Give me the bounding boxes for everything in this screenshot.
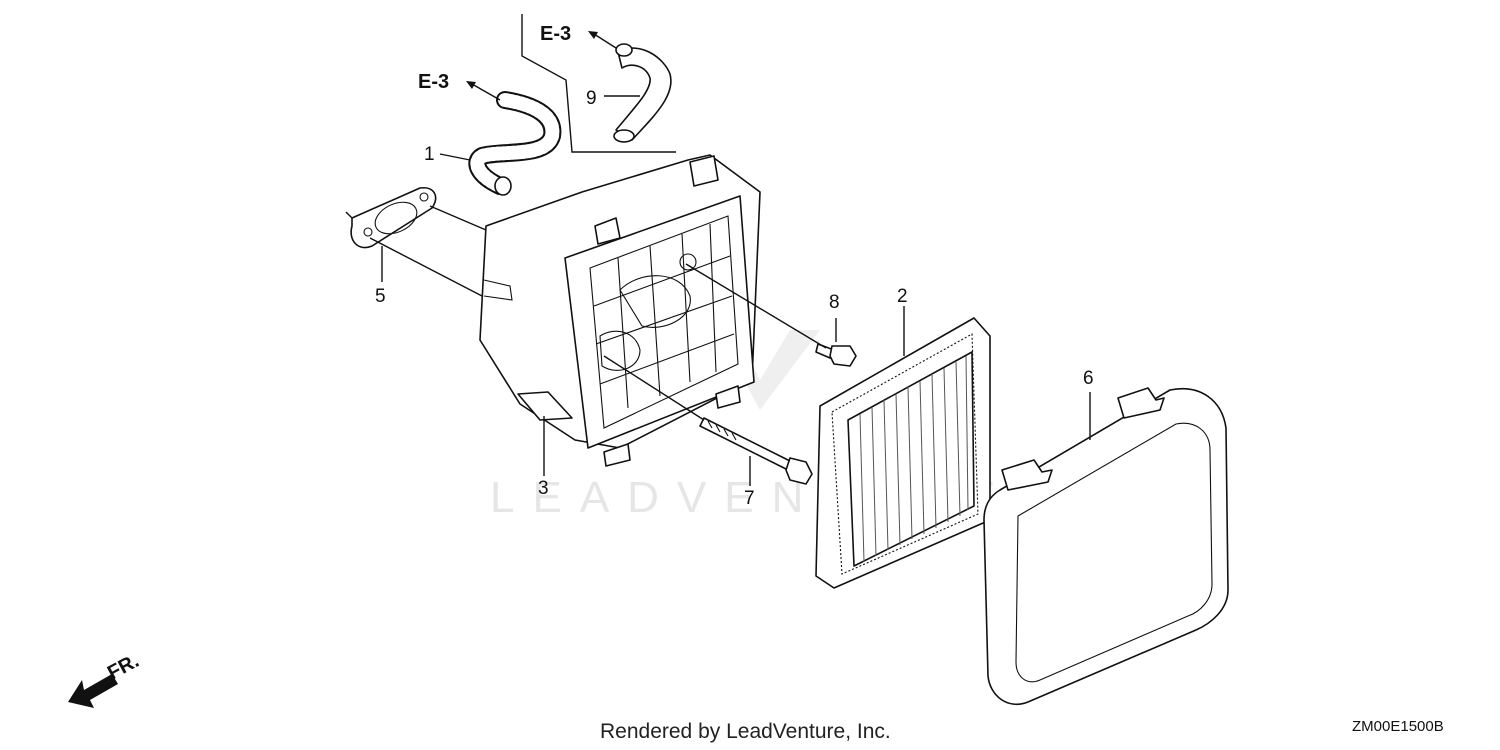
diagram-code: ZM00E1500B [1352, 718, 1444, 735]
gasket [350, 186, 437, 249]
front-arrow-icon: FR. [68, 650, 143, 708]
air-cleaner-cover [983, 387, 1229, 706]
callout-7: 7 [744, 488, 755, 509]
breather-tube-long [468, 91, 562, 196]
reference-label-left: E-3 [418, 71, 449, 93]
callout-8: 8 [829, 292, 840, 313]
breather-tube-short [613, 43, 672, 143]
callout-1: 1 [424, 144, 435, 165]
flange-bolt-long [699, 417, 813, 485]
callout-3: 3 [538, 478, 549, 499]
air-cleaner-case [479, 154, 761, 467]
callout-9: 9 [586, 88, 597, 109]
callout-5: 5 [375, 286, 386, 307]
air-filter-element [815, 317, 991, 589]
flange-bolt-short [815, 343, 857, 367]
callout-2: 2 [897, 286, 908, 307]
callout-6: 6 [1083, 368, 1094, 389]
leader-lines [345, 14, 1091, 486]
reference-label-top: E-3 [540, 23, 571, 45]
footer-credit: Rendered by LeadVenture, Inc. [600, 720, 891, 743]
